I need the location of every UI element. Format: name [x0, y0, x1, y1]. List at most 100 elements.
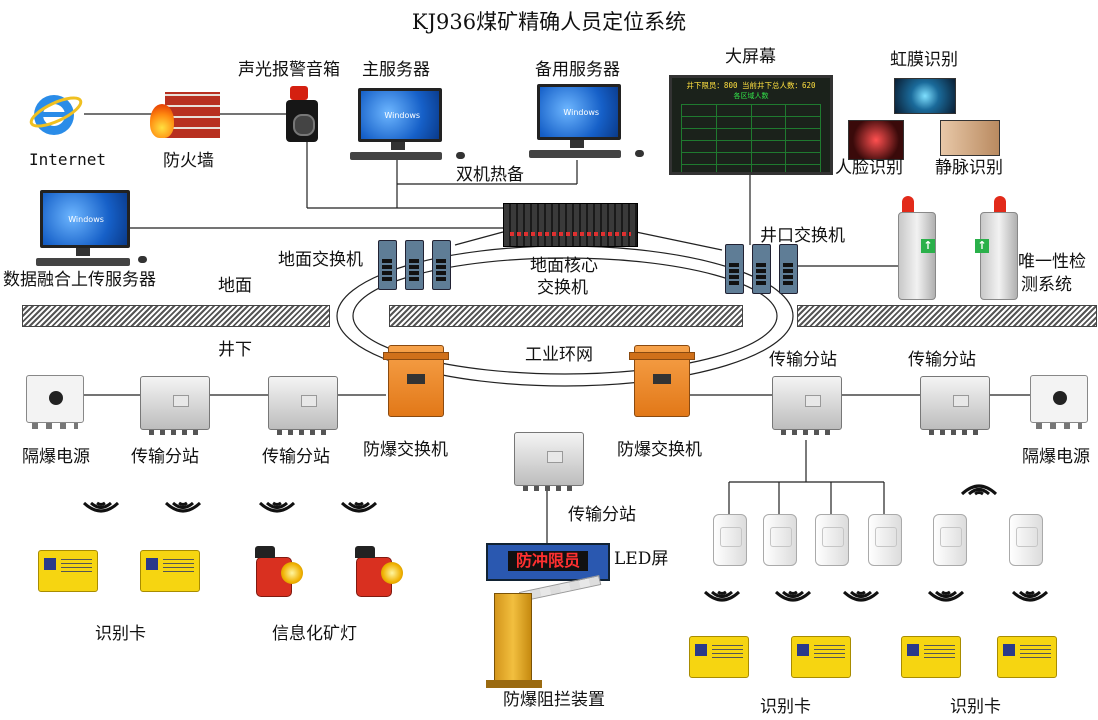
wireless-signal-icon	[774, 590, 812, 602]
shaft-switch-icon	[725, 244, 744, 294]
hot-standby-label: 双机热备	[456, 165, 524, 185]
wireless-signal-icon	[1011, 590, 1049, 602]
face-icon	[848, 120, 904, 160]
card-reader-icon	[868, 514, 902, 566]
transmission-station-icon	[514, 432, 584, 491]
iris-icon	[894, 78, 956, 114]
unique-check-label-1: 唯一性检	[1018, 252, 1086, 272]
barrier-base-icon	[486, 680, 542, 688]
id-card-label: 识别卡	[95, 624, 146, 644]
barrier-icon	[494, 593, 532, 685]
big-screen-header: 井下限员：800 当前井下总人数：620	[686, 81, 816, 90]
industrial-ring-label: 工业环网	[525, 345, 593, 365]
isolated-power-icon	[1030, 375, 1088, 429]
led-screen-label: LED屏	[614, 549, 669, 569]
vein-label: 静脉识别	[935, 158, 1003, 178]
core-switch-icon	[503, 203, 638, 247]
explosion-proof-switch-icon	[629, 345, 695, 417]
ground-switch-label: 地面交换机	[278, 250, 363, 270]
smart-lamp-label: 信息化矿灯	[272, 624, 357, 644]
id-card-icon	[997, 636, 1057, 678]
card-reader-icon	[763, 514, 797, 566]
main-server-label: 主服务器	[362, 60, 430, 80]
wireless-signal-icon	[164, 501, 202, 513]
big-screen-subheader: 各区域人数	[733, 92, 769, 100]
transmission-station-icon	[920, 376, 990, 435]
shaft-switch-icon	[752, 244, 771, 294]
led-screen-icon: 防冲限员	[486, 543, 610, 581]
wireless-signal-icon	[927, 590, 965, 602]
wireless-signal-icon	[842, 590, 880, 602]
barrier-label: 防爆阻拦装置	[503, 690, 605, 710]
explosion-proof-switch-label: 防爆交换机	[617, 440, 702, 460]
transmission-station-label: 传输分站	[769, 350, 837, 370]
face-label: 人脸识别	[835, 158, 903, 178]
explosion-proof-switch-label: 防爆交换机	[363, 440, 448, 460]
big-screen-table	[681, 104, 821, 172]
internet-icon	[28, 88, 84, 140]
ground-switch-icon	[432, 240, 451, 290]
id-card-label: 识别卡	[950, 697, 1001, 717]
id-card-icon	[791, 636, 851, 678]
fire-icon	[150, 104, 174, 138]
wireless-signal-icon	[258, 501, 296, 513]
fusion-server-label: 数据融合上传服务器	[3, 270, 156, 290]
id-card-label: 识别卡	[760, 697, 811, 717]
iris-label: 虹膜识别	[890, 50, 958, 70]
id-card-icon	[689, 636, 749, 678]
firewall-label: 防火墙	[163, 151, 214, 171]
id-card-icon	[140, 550, 200, 592]
ground-surface-bar	[797, 305, 1097, 327]
ground-label: 地面	[218, 276, 252, 296]
transmission-station-label: 传输分站	[908, 350, 976, 370]
underground-label: 井下	[218, 340, 252, 360]
transmission-station-icon	[140, 376, 210, 435]
led-screen-text: 防冲限员	[508, 551, 588, 571]
transmission-station-icon	[772, 376, 842, 435]
wireless-signal-icon	[703, 590, 741, 602]
transmission-station-label: 传输分站	[262, 447, 330, 467]
wireless-signal-icon	[340, 501, 378, 513]
turnstile-gate-icon: ↑	[975, 212, 1018, 300]
unique-check-label-2: 测系统	[1021, 275, 1072, 295]
card-reader-icon	[815, 514, 849, 566]
mining-lamp-icon	[355, 546, 403, 597]
alarm-light-icon	[290, 86, 308, 100]
wireless-signal-icon	[960, 484, 998, 496]
id-card-icon	[901, 636, 961, 678]
turnstile-gate-icon: ↑	[898, 212, 936, 300]
ground-switch-icon	[378, 240, 397, 290]
isolated-power-label: 隔爆电源	[22, 447, 90, 467]
speaker-icon	[286, 100, 318, 142]
shaft-switch-label: 井口交换机	[760, 226, 845, 246]
ground-switch-icon	[405, 240, 424, 290]
wireless-signal-icon	[82, 501, 120, 513]
ground-surface-bar	[389, 305, 743, 327]
transmission-station-label: 传输分站	[131, 447, 199, 467]
card-reader-icon	[1009, 514, 1043, 566]
shaft-switch-icon	[779, 244, 798, 294]
isolated-power-icon	[26, 375, 84, 429]
alarm-speaker-label: 声光报警音箱	[238, 60, 340, 80]
vein-icon	[940, 120, 1000, 156]
id-card-icon	[38, 550, 98, 592]
firewall-icon	[165, 92, 220, 138]
backup-server-label: 备用服务器	[535, 60, 620, 80]
isolated-power-label: 隔爆电源	[1022, 447, 1090, 467]
core-switch-label-1: 地面核心	[530, 256, 598, 276]
card-reader-icon	[713, 514, 747, 566]
transmission-station-label: 传输分站	[568, 505, 636, 525]
explosion-proof-switch-icon	[383, 345, 449, 417]
internet-label: Internet	[29, 150, 107, 169]
page-title: KJ936煤矿精确人员定位系统	[411, 10, 687, 34]
transmission-station-icon	[268, 376, 338, 435]
big-screen-label: 大屏幕	[725, 47, 776, 67]
card-reader-icon	[933, 514, 967, 566]
ground-surface-bar	[22, 305, 330, 327]
mining-lamp-icon	[255, 546, 303, 597]
big-screen-display: 井下限员：800 当前井下总人数：620 各区域人数	[669, 75, 833, 175]
beacon-icon	[994, 196, 1006, 212]
core-switch-label-2: 交换机	[537, 278, 588, 298]
beacon-icon	[902, 196, 914, 212]
